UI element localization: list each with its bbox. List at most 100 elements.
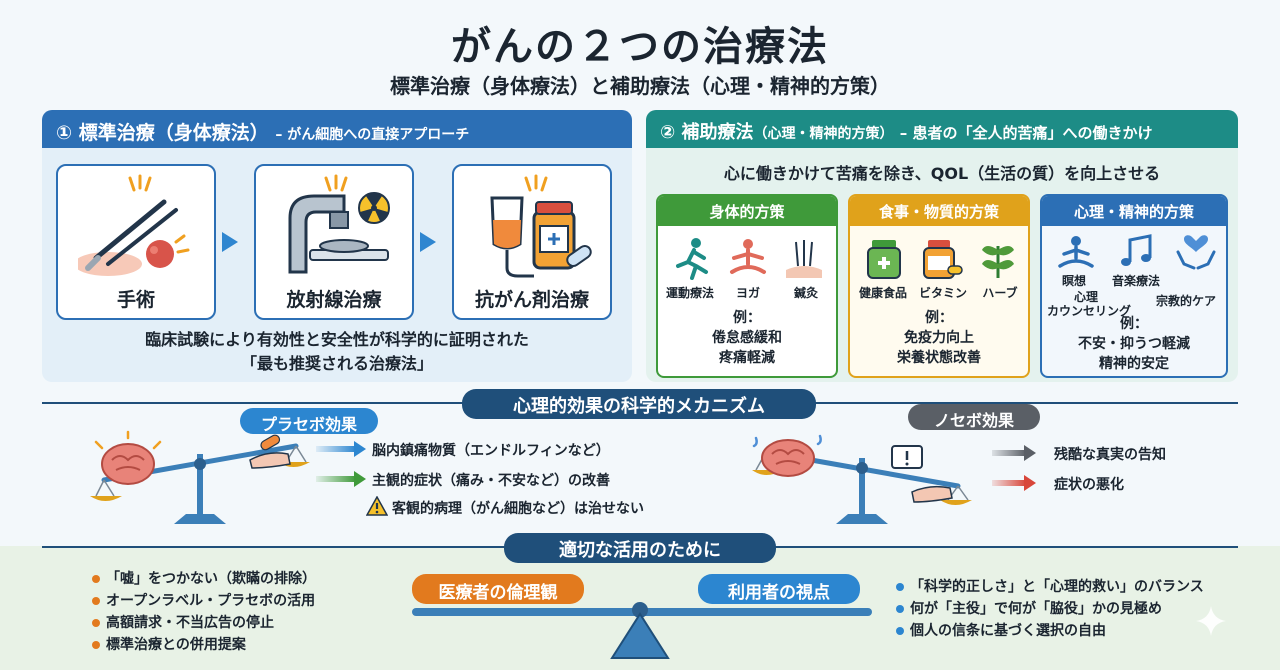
chemo-label: 抗がん剤治療 — [474, 289, 589, 311]
supp-head-rest: – 患者の「全人的苦痛」への働きかけ — [899, 124, 1153, 142]
supplementary-header: ② 補助療法（心理・精神的方策） – 患者の「全人的苦痛」への働きかけ — [646, 110, 1238, 148]
radiation-card: 放射線治療 — [254, 164, 414, 320]
nocebo-label: ノセボ効果 — [908, 404, 1040, 430]
mental-example-line2: 精神的安定 — [1099, 356, 1169, 372]
mental-example-line1: 不安・抑うつ軽減 — [1078, 336, 1190, 352]
physical-methods-box: 身体的方策 運動療法 ヨガ 鍼灸 例： 倦怠感緩和 疼痛軽減 — [656, 194, 838, 378]
chemo-card: 抗がん剤治療 — [452, 164, 612, 320]
mental-item-4: カウンセリング — [1046, 304, 1131, 318]
herb-icon — [982, 246, 1014, 278]
mental-methods-title: 心理・精神的方策 — [1042, 196, 1226, 226]
ethics-label: 医療者の倫理観 — [412, 574, 584, 604]
physical-example-line1: 倦怠感緩和 — [712, 330, 782, 346]
diet-example-line2: 栄養状態改善 — [897, 350, 981, 366]
music-note-icon — [1121, 234, 1152, 266]
physical-example: 例： 倦怠感緩和 疼痛軽減 — [658, 308, 836, 368]
radiation-label: 放射線治療 — [286, 289, 382, 311]
mental-example: 例： 不安・抑うつ軽減 精神的安定 — [1042, 314, 1226, 374]
mental-item-1: 瞑想 — [1061, 274, 1086, 288]
user-view-item-1: 「科学的正しさ」と「心理的救い」のバランス — [896, 576, 1204, 598]
user-view-item-3-text: 個人の信条に基づく選択の自由 — [910, 623, 1106, 639]
nocebo-effect-1: 残酷な真実の告知 — [1054, 447, 1166, 463]
nocebo-arrow-2-head — [1024, 475, 1036, 491]
physical-item-2: ヨガ — [735, 286, 760, 300]
nocebo-arrow-1-icon — [992, 450, 1026, 456]
user-view-list: 「科学的正しさ」と「心理的救い」のバランス 何が「主役」で何が「脇役」かの見極め… — [896, 576, 1204, 642]
standard-head-sub: – がん細胞への直接アプローチ — [275, 127, 470, 143]
ethics-item-4: 標準治療との併用提案 — [92, 634, 316, 656]
placebo-label: プラセボ効果 — [240, 408, 378, 434]
physical-item-1: 運動療法 — [665, 286, 714, 300]
standard-head-main: ① 標準治療（身体療法） — [56, 122, 269, 144]
standard-treatment-header: ① 標準治療（身体療法） – がん細胞への直接アプローチ — [42, 110, 632, 148]
balance-beam-icon — [412, 602, 872, 659]
ethics-item-2-text: オープンラベル・プラセボの活用 — [106, 593, 316, 609]
placebo-arrow-1-icon — [316, 446, 356, 452]
mechanism-title: 心理的効果の科学的メカニズム — [462, 389, 816, 419]
warning-icon — [366, 496, 388, 516]
supplement-bottle-icon — [867, 240, 901, 279]
diet-item-2: ビタミン — [918, 286, 967, 300]
supplementary-panel: ② 補助療法（心理・精神的方策） – 患者の「全人的苦痛」への働きかけ 心に働き… — [646, 110, 1238, 382]
placebo-effect-2: 主観的症状（痛み・不安など）の改善 — [372, 473, 610, 489]
diet-methods-title: 食事・物質的方策 — [850, 196, 1028, 226]
ethics-item-1: 「嘘」をつかない（欺瞞の排除） — [92, 568, 316, 590]
diet-example-label: 例： — [925, 310, 953, 326]
page-title: がんの２つの治療法 — [451, 24, 829, 70]
mental-item-5: 宗教的ケア — [1155, 294, 1216, 308]
diet-item-3: ハーブ — [982, 286, 1018, 300]
standard-note-line2: 「最も推奨される治療法」 — [240, 354, 433, 373]
user-view-label: 利用者の視点 — [698, 574, 860, 604]
supp-lead: 心に働きかけて苦痛を除き、QOL（生活の質）を向上させる — [723, 164, 1161, 183]
surgery-label: 手術 — [116, 289, 155, 311]
meditation-icon — [1058, 236, 1094, 268]
mental-methods-box: 心理・精神的方策 瞑想 音楽療法 心理 カウンセリング 宗教的ケア 例： 不安・… — [1040, 194, 1228, 378]
physical-methods-title: 身体的方策 — [658, 196, 836, 226]
placebo-scale-icon — [90, 430, 310, 524]
user-view-item-2: 何が「主役」で何が「脇役」かの見極め — [896, 598, 1204, 620]
mental-item-2: 音楽療法 — [1111, 274, 1160, 288]
sparkle-icon — [1196, 606, 1226, 636]
supp-head-main: ② 補助療法 — [660, 122, 754, 143]
ethics-item-4-text: 標準治療との併用提案 — [106, 637, 246, 653]
heart-hands-icon — [1176, 235, 1216, 270]
placebo-arrow-1-head — [354, 441, 366, 457]
mental-item-3: 心理 — [1073, 290, 1098, 304]
usage-title: 適切な活用のために — [504, 533, 776, 563]
diet-item-1: 健康食品 — [858, 286, 907, 300]
physical-item-3: 鍼灸 — [793, 286, 818, 300]
running-icon — [676, 238, 708, 280]
ethics-item-3-text: 高額請求・不当広告の停止 — [106, 615, 274, 631]
arrow-2-icon — [420, 232, 436, 252]
ethics-item-1-text: 「嘘」をつかない（欺瞞の排除） — [106, 571, 316, 587]
placebo-effect-3: 客観的病理（がん細胞など）は治せない — [392, 501, 644, 517]
user-view-item-1-text: 「科学的正しさ」と「心理的救い」のバランス — [910, 579, 1204, 595]
iv-drip-icon — [490, 174, 592, 278]
placebo-effect-1: 脳内鎮痛物質（エンドルフィンなど） — [372, 443, 610, 459]
vitamin-bottle-icon — [923, 240, 963, 279]
nocebo-effect-2: 症状の悪化 — [1054, 477, 1124, 493]
supp-head-paren: （心理・精神的方策） — [753, 126, 894, 142]
placebo-arrow-2-icon — [316, 476, 356, 482]
physical-example-line2: 疼痛軽減 — [719, 350, 775, 366]
user-view-item-2-text: 何が「主役」で何が「脇役」かの見極め — [910, 601, 1162, 617]
mental-example-label: 例： — [1120, 316, 1148, 332]
diet-example: 例： 免疫力向上 栄養状態改善 — [850, 308, 1028, 368]
ethics-item-2: オープンラベル・プラセボの活用 — [92, 590, 316, 612]
surgery-card: 手術 — [56, 164, 216, 320]
physical-example-label: 例： — [733, 310, 761, 326]
ethics-item-3: 高額請求・不当広告の停止 — [92, 612, 316, 634]
standard-note-line1: 臨床試験により有効性と安全性が科学的に証明された — [145, 330, 529, 349]
page-subtitle: 標準治療（身体療法）と補助療法（心理・精神的方策） — [390, 74, 890, 98]
diet-methods-box: 食事・物質的方策 健康食品 ビタミン ハーブ 例： 免疫力向上 栄養状態改善 — [848, 194, 1030, 378]
arrow-1-icon — [222, 232, 238, 252]
yoga-icon — [730, 239, 766, 274]
nocebo-arrow-2-icon — [992, 480, 1026, 486]
standard-treatment-panel: ① 標準治療（身体療法） – がん細胞への直接アプローチ 手術 — [42, 110, 632, 382]
radiation-machine-icon — [288, 174, 390, 274]
placebo-arrow-2-head — [354, 471, 366, 487]
standard-note: 臨床試験により有効性と安全性が科学的に証明された 「最も推奨される治療法」 — [42, 328, 632, 376]
ethics-list: 「嘘」をつかない（欺瞞の排除） オープンラベル・プラセボの活用 高額請求・不当広… — [92, 568, 316, 656]
scalpel-icon — [78, 174, 190, 276]
user-view-item-3: 個人の信条に基づく選択の自由 — [896, 620, 1204, 642]
